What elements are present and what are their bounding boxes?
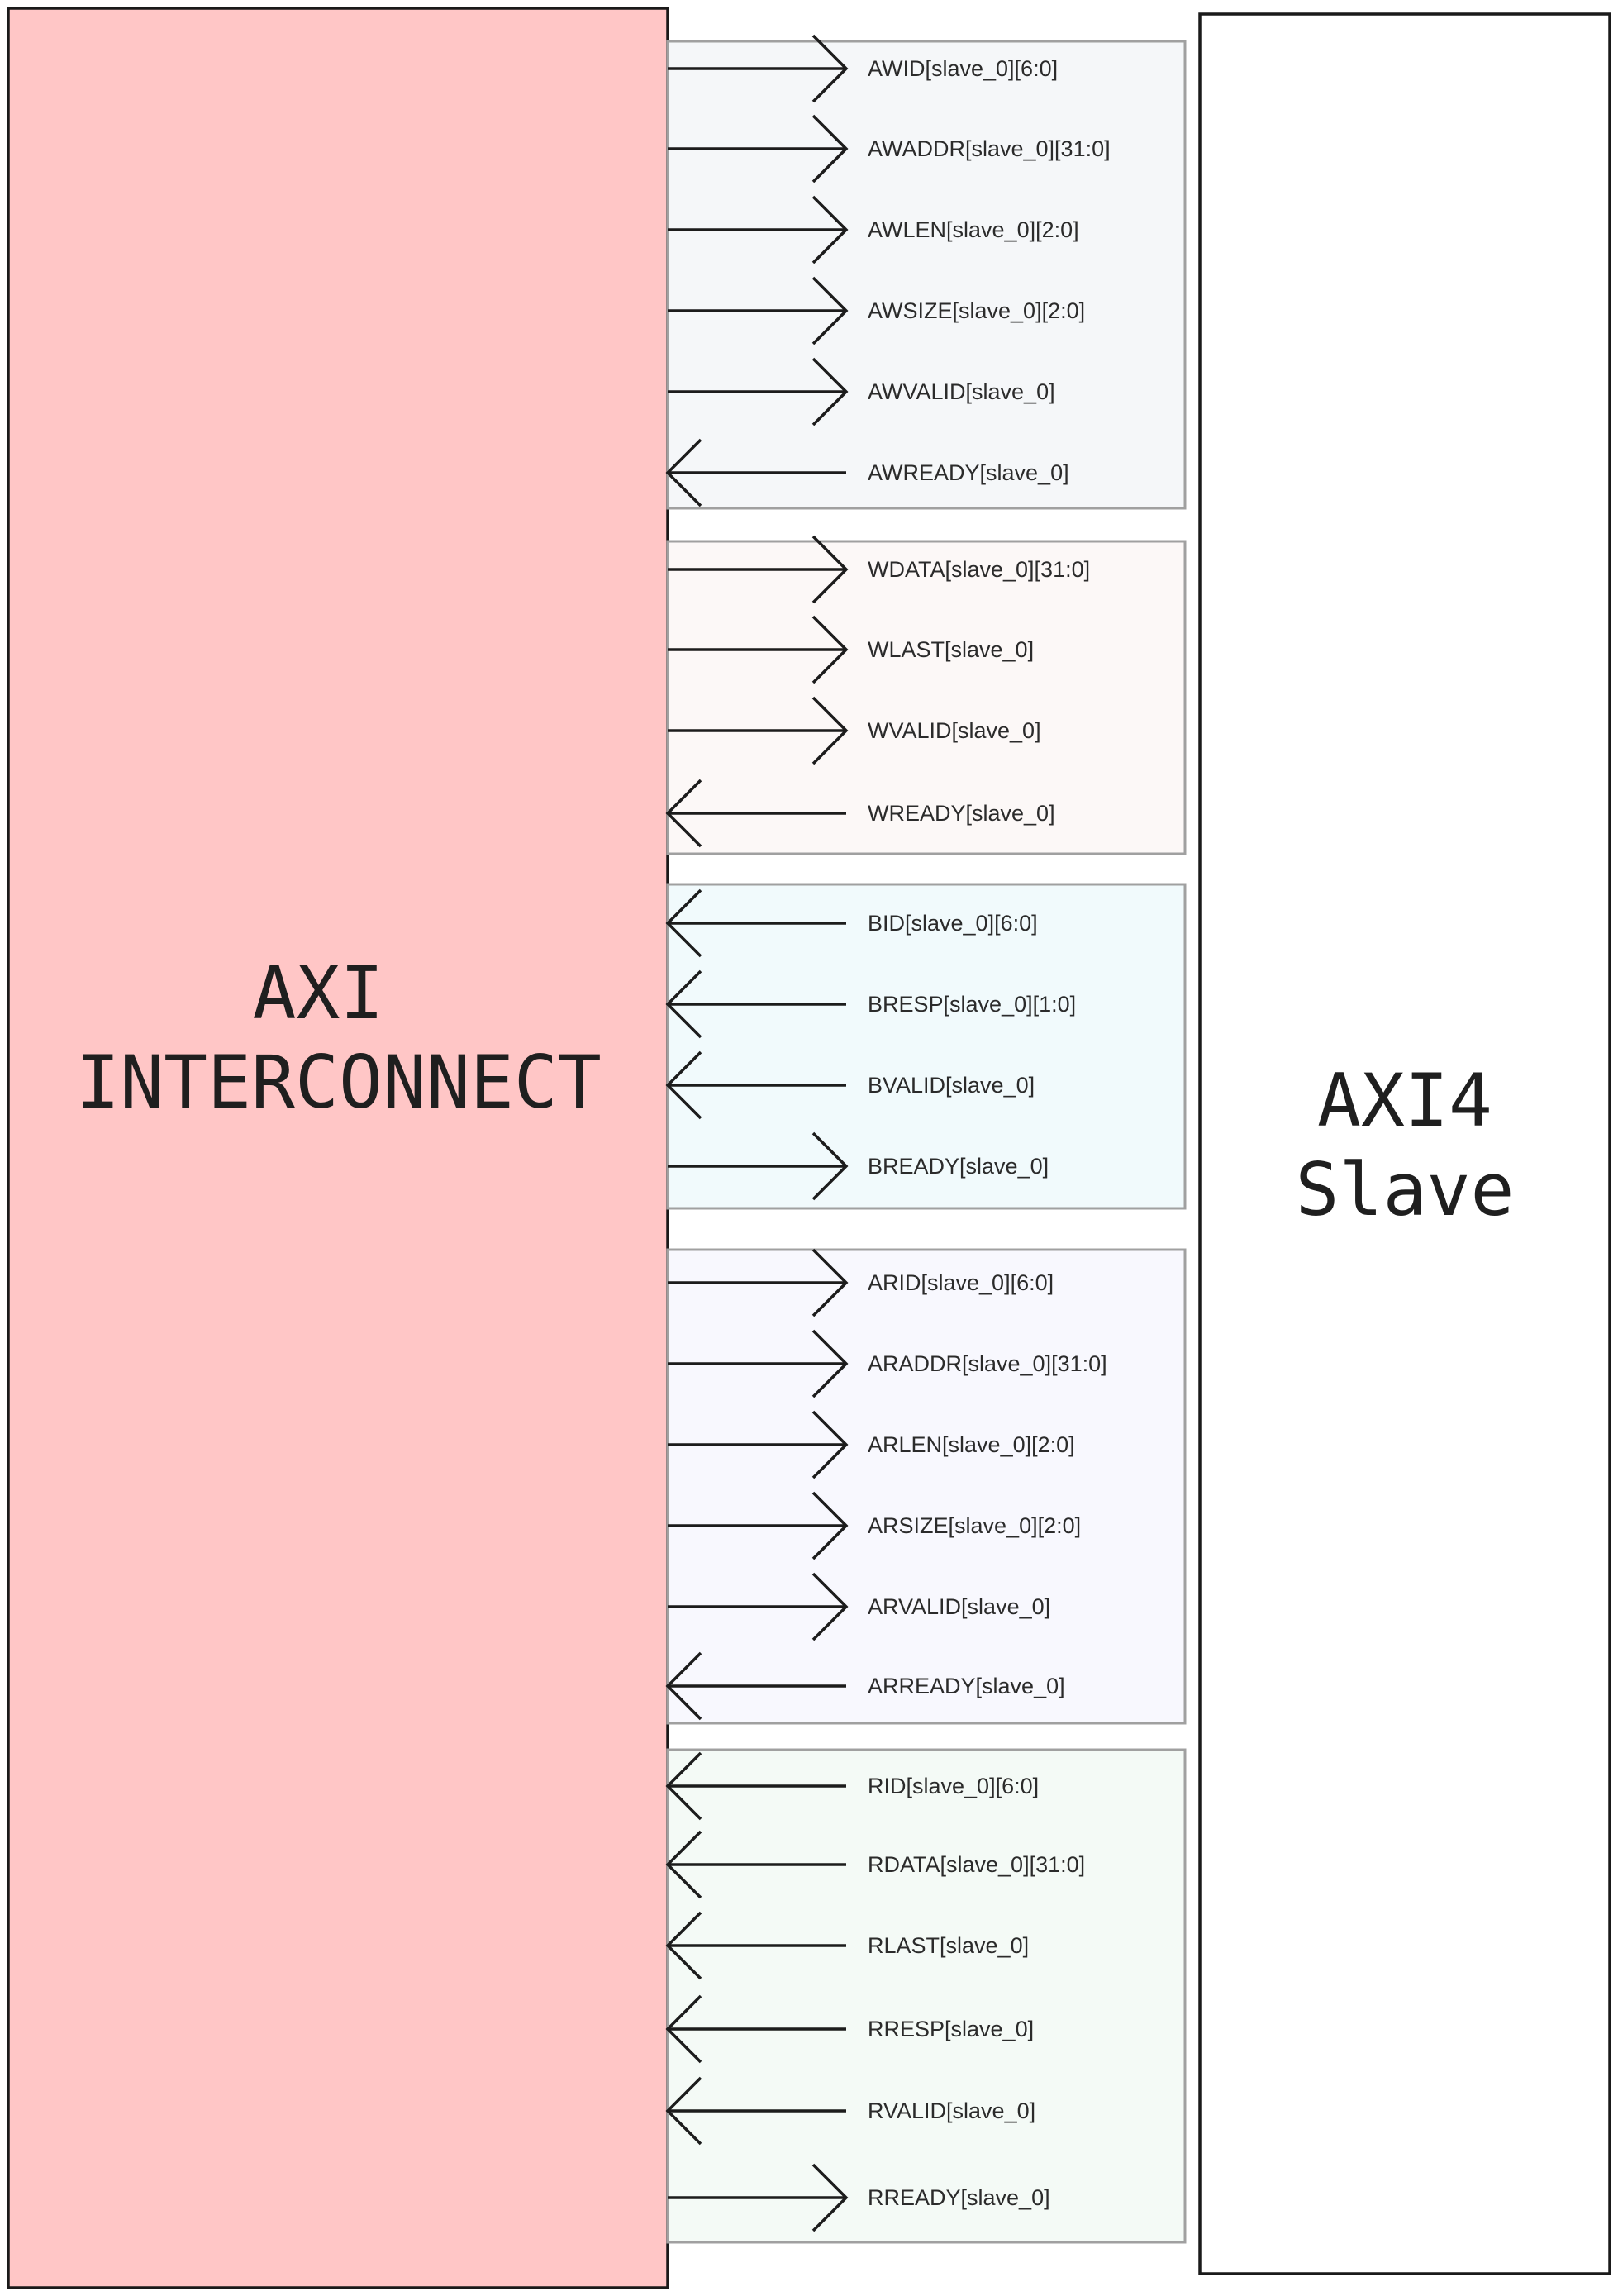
arrow-right-icon	[811, 195, 849, 264]
arrow-right-icon	[811, 2163, 849, 2232]
arrow-right-icon	[811, 1131, 849, 1201]
signal: BID[slave_0][6:0]	[665, 888, 1038, 958]
signal-label: ARADDR[slave_0][31:0]	[868, 1351, 1107, 1376]
signal-label: ARID[slave_0][6:0]	[868, 1270, 1054, 1295]
arrow-right-icon	[811, 1410, 849, 1479]
channel-box	[666, 40, 1187, 510]
arrow-right-icon	[811, 535, 849, 604]
signal: RID[slave_0][6:0]	[665, 1751, 1039, 1821]
signal: BVALID[slave_0]	[665, 1050, 1035, 1120]
signal-label: AWID[slave_0][6:0]	[868, 56, 1058, 81]
arrow-left-icon	[665, 1050, 702, 1120]
signal-label: RREADY[slave_0]	[868, 2185, 1050, 2210]
signal: RLAST[slave_0]	[665, 1911, 1029, 1980]
arrow-left-icon	[665, 1994, 702, 2064]
signal: BRESP[slave_0][1:0]	[665, 969, 1076, 1039]
signal: ARREADY[slave_0]	[665, 1651, 1065, 1721]
signal: AWREADY[slave_0]	[665, 438, 1069, 507]
signal: AWSIZE[slave_0][2:0]	[668, 276, 1085, 345]
signal: ARADDR[slave_0][31:0]	[668, 1329, 1107, 1398]
signal: RREADY[slave_0]	[668, 2163, 1050, 2232]
signal-label: BRESP[slave_0][1:0]	[868, 992, 1076, 1017]
signal-label: RLAST[slave_0]	[868, 1933, 1029, 1958]
arrow-left-icon	[665, 1651, 702, 1721]
signal: AWVALID[slave_0]	[668, 357, 1055, 426]
channel-read-data: RID[slave_0][6:0] RDATA[slave_0][31:0] RLA…	[665, 1748, 1187, 2244]
arrow-right-icon	[811, 1572, 849, 1641]
signal: BREADY[slave_0]	[668, 1131, 1049, 1201]
arrow-right-icon	[811, 1248, 849, 1317]
arrow-left-icon	[665, 969, 702, 1039]
arrow-right-icon	[811, 114, 849, 183]
interconnect-title-line2: INTERCONNECT	[76, 1040, 602, 1125]
arrow-right-icon	[811, 696, 849, 765]
interconnect-title-line1: AXI	[253, 950, 384, 1036]
channel-write-response: BID[slave_0][6:0] BRESP[slave_0][1:0] BVAL…	[665, 883, 1187, 1210]
arrow-right-icon	[811, 34, 849, 103]
channel-groups: AWID[slave_0][6:0] AWADDR[slave_0][31:0] A…	[665, 34, 1187, 2244]
interconnect-block: AXI INTERCONNECT	[7, 7, 669, 2289]
signal: ARLEN[slave_0][2:0]	[668, 1410, 1075, 1479]
channel-read-address: ARID[slave_0][6:0] ARADDR[slave_0][31:0] A…	[665, 1248, 1187, 1725]
signal: WLAST[slave_0]	[668, 615, 1034, 684]
channel-box	[666, 540, 1187, 855]
signal-label: AWLEN[slave_0][2:0]	[868, 217, 1079, 242]
arrow-right-icon	[811, 357, 849, 426]
signal-label: ARREADY[slave_0]	[868, 1674, 1065, 1698]
arrow-left-icon	[665, 1751, 702, 1821]
slave-block: AXI4 Slave	[1198, 12, 1611, 2275]
signal-label: RID[slave_0][6:0]	[868, 1774, 1039, 1798]
arrow-left-icon	[665, 888, 702, 958]
signal-label: WVALID[slave_0]	[868, 718, 1041, 743]
signal: RDATA[slave_0][31:0]	[665, 1830, 1085, 1899]
signal-label: ARLEN[slave_0][2:0]	[868, 1432, 1075, 1457]
signal: WVALID[slave_0]	[668, 696, 1041, 765]
signal: RVALID[slave_0]	[665, 2076, 1035, 2146]
channel-write-data: WDATA[slave_0][31:0] WLAST[slave_0] WVALID…	[665, 535, 1187, 855]
arrow-right-icon	[811, 276, 849, 345]
signal-label: RVALID[slave_0]	[868, 2098, 1035, 2123]
signal: AWLEN[slave_0][2:0]	[668, 195, 1079, 264]
arrow-right-icon	[811, 1329, 849, 1398]
channel-box	[666, 883, 1187, 1210]
channel-box	[666, 1248, 1187, 1725]
channel-write-address: AWID[slave_0][6:0] AWADDR[slave_0][31:0] A…	[665, 34, 1187, 510]
signal-label: AWREADY[slave_0]	[868, 460, 1069, 485]
arrow-left-icon	[665, 2076, 702, 2146]
arrow-right-icon	[811, 615, 849, 684]
signal: AWID[slave_0][6:0]	[668, 34, 1058, 103]
arrow-left-icon	[665, 779, 702, 848]
signal-label: AWADDR[slave_0][31:0]	[868, 136, 1111, 161]
signal-label: ARSIZE[slave_0][2:0]	[868, 1513, 1081, 1538]
arrow-left-icon	[665, 1830, 702, 1899]
signal: ARSIZE[slave_0][2:0]	[668, 1491, 1081, 1560]
slave-title-line2: Slave	[1296, 1147, 1515, 1232]
signal-label: BVALID[slave_0]	[868, 1073, 1035, 1098]
signal-label: RDATA[slave_0][31:0]	[868, 1852, 1085, 1877]
signal-label: WLAST[slave_0]	[868, 637, 1034, 662]
signal-label: BID[slave_0][6:0]	[868, 911, 1038, 936]
signal: ARID[slave_0][6:0]	[668, 1248, 1054, 1317]
signal-label: ARVALID[slave_0]	[868, 1594, 1050, 1619]
channel-box	[666, 1748, 1187, 2244]
signal: WREADY[slave_0]	[665, 779, 1055, 848]
signal-label: RRESP[slave_0]	[868, 2017, 1034, 2041]
signal: AWADDR[slave_0][31:0]	[668, 114, 1111, 183]
signal-label: BREADY[slave_0]	[868, 1154, 1049, 1179]
arrow-left-icon	[665, 438, 702, 507]
interconnect-box	[7, 7, 669, 2289]
arrow-right-icon	[811, 1491, 849, 1560]
signal-label: WDATA[slave_0][31:0]	[868, 557, 1090, 582]
signal: ARVALID[slave_0]	[668, 1572, 1050, 1641]
signal-label: WREADY[slave_0]	[868, 801, 1055, 826]
signal-label: AWSIZE[slave_0][2:0]	[868, 298, 1085, 323]
signal-label: AWVALID[slave_0]	[868, 379, 1055, 404]
signal: RRESP[slave_0]	[665, 1994, 1034, 2064]
slave-box	[1198, 12, 1611, 2275]
signal: WDATA[slave_0][31:0]	[668, 535, 1090, 604]
arrow-left-icon	[665, 1911, 702, 1980]
slave-title-line1: AXI4	[1317, 1058, 1492, 1143]
